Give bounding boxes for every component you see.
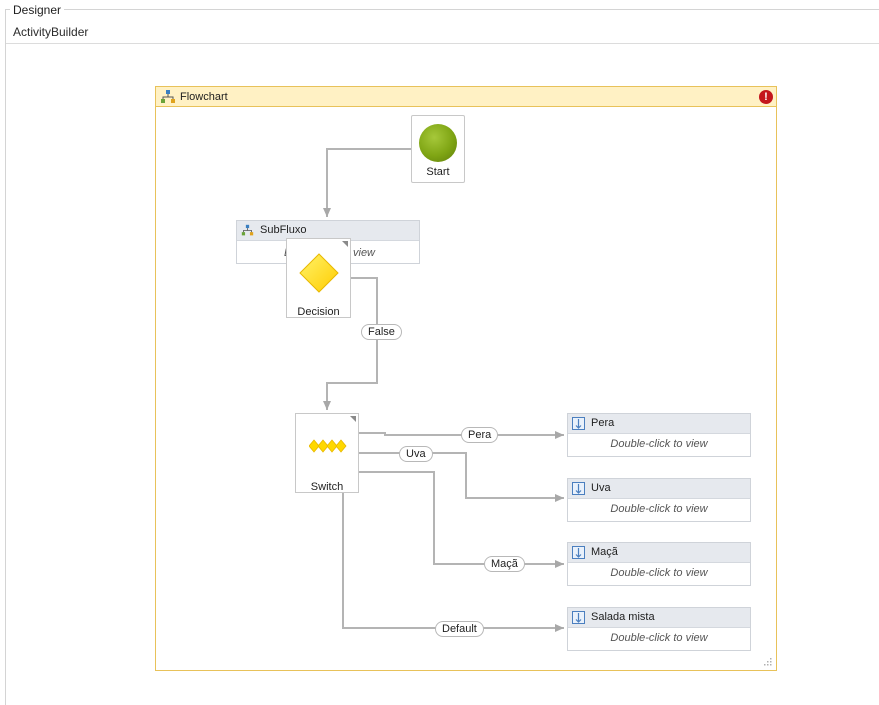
connector-decision-false [323, 277, 378, 410]
start-label: Start [426, 166, 450, 178]
designer-panel-title: Designer [10, 3, 65, 17]
uva-title: Uva [591, 482, 611, 494]
pera-title: Pera [591, 417, 615, 429]
connector-label-uva[interactable]: Uva [399, 446, 433, 462]
flowchart-header[interactable]: Flowchart ! [156, 87, 776, 107]
connector-start-to-subfluxo [323, 148, 411, 217]
maca-hint: Double-click to view [610, 567, 708, 579]
switch-node[interactable]: Switch [295, 413, 359, 493]
connector-switch-maca [359, 471, 564, 568]
subfluxo-title: SubFluxo [260, 224, 307, 236]
uva-hint: Double-click to view [610, 503, 708, 515]
flowchart-icon [241, 224, 254, 236]
switch-label: Switch [310, 481, 344, 493]
uva-header[interactable]: Uva [568, 479, 750, 499]
connector-label-pera[interactable]: Pera [461, 427, 499, 443]
salada-mista-title: Salada mista [591, 611, 655, 623]
maca-header[interactable]: Maçã [568, 543, 750, 563]
connector-switch-uva [359, 452, 564, 502]
salada-mista-header[interactable]: Salada mista [568, 608, 750, 628]
maca-title: Maçã [591, 546, 618, 558]
subfluxo-activity[interactable]: SubFluxo D view [236, 220, 420, 264]
connector-label-maca[interactable]: Maçã [484, 556, 525, 572]
start-node[interactable]: Start [411, 115, 465, 183]
salada-mista-activity[interactable]: Salada mista Double-click to view [567, 607, 751, 651]
pera-header[interactable]: Pera [568, 414, 750, 434]
sequence-icon [572, 546, 585, 559]
pera-hint: Double-click to view [610, 438, 708, 450]
subfluxo-hint-end: view [353, 247, 376, 259]
salada-mista-hint: Double-click to view [610, 632, 708, 644]
expand-corner-icon [342, 241, 348, 247]
decision-label: Decision [297, 306, 340, 318]
maca-activity[interactable]: Maçã Double-click to view [567, 542, 751, 586]
expand-corner-icon [350, 416, 356, 422]
pera-activity[interactable]: Pera Double-click to view [567, 413, 751, 457]
connector-label-default[interactable]: Default [435, 621, 484, 637]
decision-node[interactable]: Decision [286, 238, 351, 318]
decision-diamond-icon [299, 253, 339, 293]
flowchart-icon [161, 90, 175, 103]
designer-panel [5, 9, 879, 705]
sequence-icon [572, 482, 585, 495]
resize-grip-icon[interactable] [762, 656, 772, 666]
switch-diamonds-icon [309, 439, 347, 453]
error-icon[interactable]: ! [759, 90, 773, 104]
connector-switch-default [342, 493, 564, 632]
start-circle-icon [419, 124, 457, 162]
connector-label-false[interactable]: False [361, 324, 402, 340]
uva-activity[interactable]: Uva Double-click to view [567, 478, 751, 522]
sequence-icon [572, 611, 585, 624]
flowchart-title: Flowchart [180, 91, 228, 103]
sequence-icon [572, 417, 585, 430]
breadcrumb-item-activitybuilder[interactable]: ActivityBuilder [13, 25, 89, 39]
breadcrumb: ActivityBuilder [6, 19, 879, 44]
